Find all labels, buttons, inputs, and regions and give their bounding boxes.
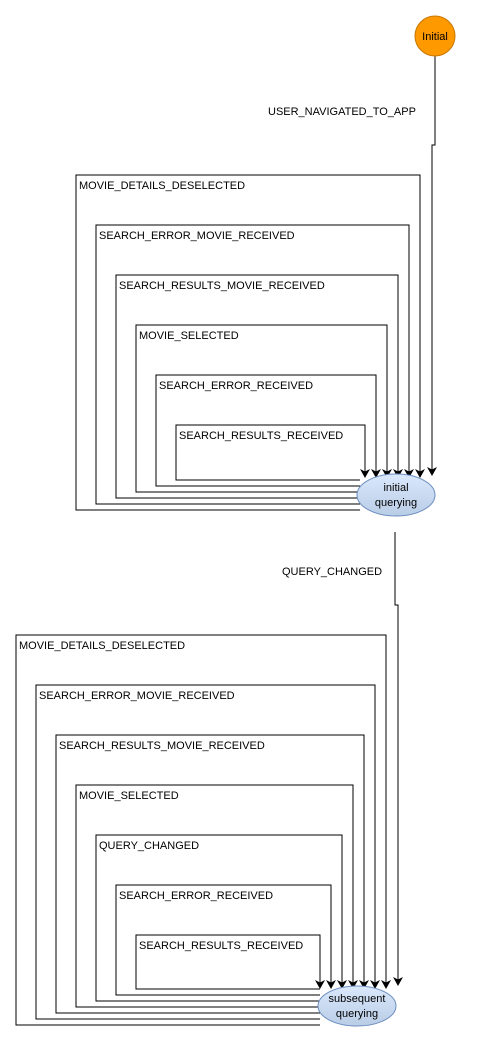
subsequent-querying-self-loops: MOVIE_DETAILS_DESELECTED SEARCH_ERROR_MOV… (15, 634, 391, 1026)
initial-querying-loop-label-search-results-movie-received: SEARCH_RESULTS_MOVIE_RECEIVED (119, 280, 325, 292)
initial-querying-self-loops: MOVIE_DETAILS_DESELECTED SEARCH_ERROR_MOV… (75, 174, 425, 511)
subsequent-querying-loop-label-search-error-received: SEARCH_ERROR_RECEIVED (119, 890, 273, 902)
subsequent-querying-label-line2: querying (336, 1008, 378, 1020)
subsequent-querying-loop-movie-selected (75, 784, 358, 1008)
subsequent-querying-loop-query-changed (95, 834, 347, 1002)
initial-querying-loop-movie-details-deselected (75, 174, 425, 511)
subsequent-querying-loop-label-query-changed: QUERY_CHANGED (99, 840, 199, 852)
initial-querying-loop-search-error-received (155, 374, 381, 487)
subsequent-querying-loop-label-movie-selected: MOVIE_SELECTED (79, 790, 179, 802)
initial-querying-loop-movie-selected (135, 324, 392, 493)
subsequent-querying-loop-label-search-results-movie-received: SEARCH_RESULTS_MOVIE_RECEIVED (59, 740, 265, 752)
subsequent-querying-loop-search-results-movie-received (55, 734, 369, 1014)
subsequent-querying-loop-label-movie-details-deselected: MOVIE_DETAILS_DESELECTED (19, 640, 185, 652)
subsequent-querying-loop-search-error-movie-received (35, 684, 380, 1020)
subsequent-querying-loop-label-search-results-received: SEARCH_RESULTS_RECEIVED (139, 940, 303, 952)
initial-querying-loop-search-results-movie-received (115, 274, 403, 499)
initial-state-node: Initial (414, 15, 456, 57)
label-query-changed: QUERY_CHANGED (282, 566, 382, 578)
initial-querying-loop-label-search-results-received: SEARCH_RESULTS_RECEIVED (179, 430, 343, 442)
edge-user-navigated-to-app (427, 56, 437, 476)
initial-querying-loop-label-movie-details-deselected: MOVIE_DETAILS_DESELECTED (79, 180, 245, 192)
subsequent-querying-label-line1: subsequent (329, 993, 386, 1005)
initial-querying-loop-label-search-error-received: SEARCH_ERROR_RECEIVED (159, 380, 313, 392)
initial-querying-loop-search-results-received (175, 424, 370, 481)
initial-querying-label-line1: initial (383, 482, 408, 494)
subsequent-querying-loop-label-search-error-movie-received: SEARCH_ERROR_MOVIE_RECEIVED (39, 690, 235, 702)
subsequent-querying-loop-search-results-received (135, 934, 325, 990)
initial-state-label: Initial (422, 31, 448, 43)
subsequent-querying-node: subsequent querying (317, 985, 397, 1027)
subsequent-querying-loop-search-error-received (115, 884, 336, 996)
initial-querying-label-line2: querying (375, 497, 417, 509)
subsequent-querying-loop-movie-details-deselected (15, 634, 391, 1026)
initial-querying-node: initial querying (356, 473, 436, 517)
edge-query-changed (393, 532, 403, 986)
label-user-navigated-to-app: USER_NAVIGATED_TO_APP (268, 106, 416, 118)
initial-querying-loop-label-movie-selected: MOVIE_SELECTED (139, 330, 239, 342)
initial-querying-loop-label-search-error-movie-received: SEARCH_ERROR_MOVIE_RECEIVED (99, 230, 295, 242)
initial-querying-loop-search-error-movie-received (95, 224, 414, 505)
